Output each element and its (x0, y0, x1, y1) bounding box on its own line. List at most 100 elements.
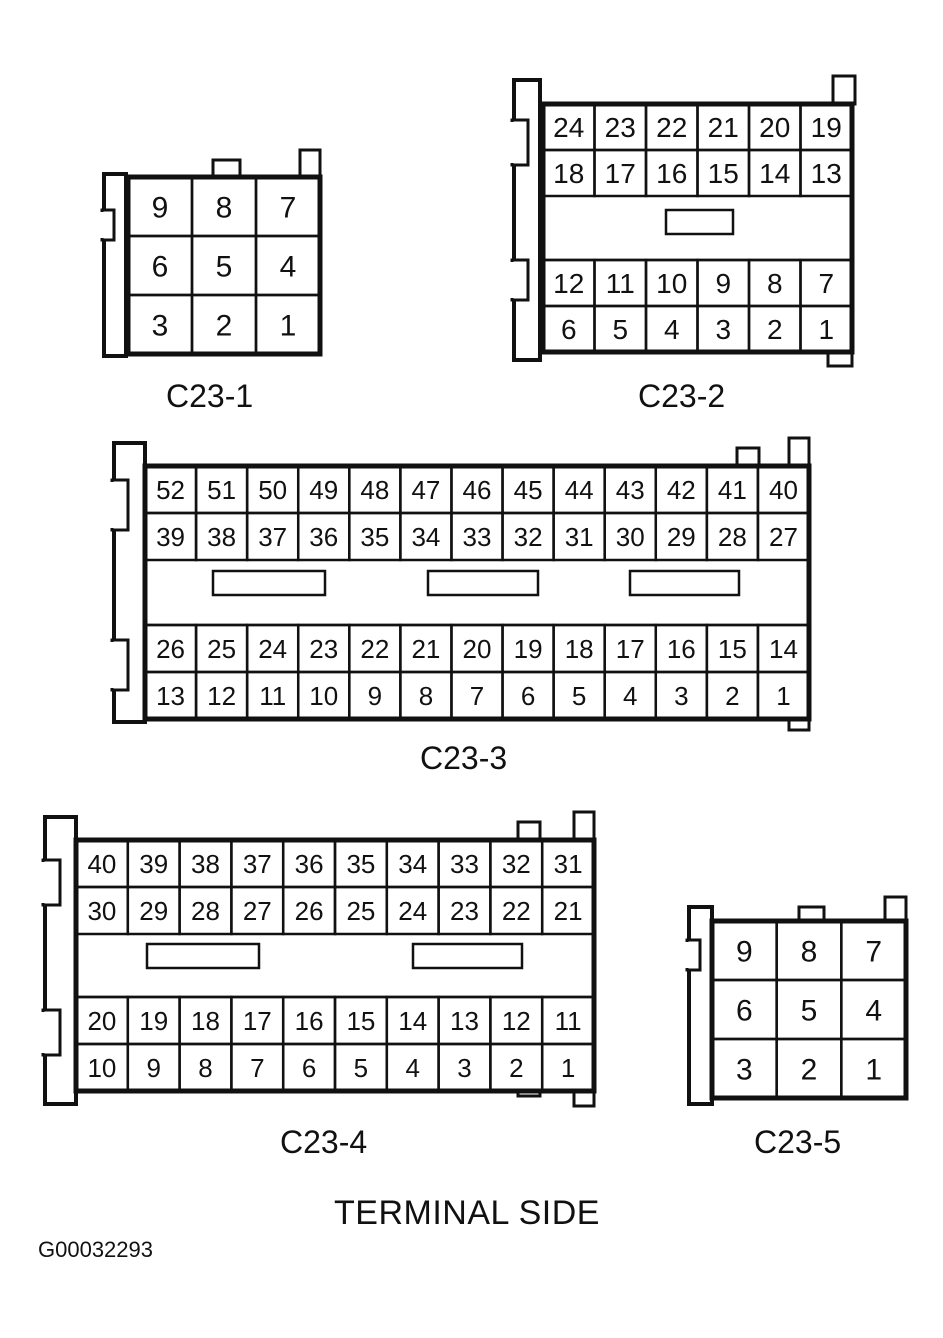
pin-number: 5 (801, 994, 818, 1027)
pin-number: 23 (450, 896, 479, 926)
pin-number: 45 (514, 475, 543, 505)
pin-number: 31 (565, 522, 594, 552)
pin-number: 16 (667, 634, 696, 664)
pin-number: 40 (769, 475, 798, 505)
pin-number: 18 (565, 634, 594, 664)
tab-notch (510, 258, 530, 302)
pin-number: 7 (280, 191, 297, 224)
key-post (787, 436, 811, 468)
connector-label-c23-1: C23-1 (166, 378, 254, 414)
pin-number: 13 (450, 1006, 479, 1036)
pin-number: 39 (139, 849, 168, 879)
tab-notch (110, 478, 130, 532)
pin-number: 18 (191, 1006, 220, 1036)
pin-number: 11 (259, 681, 286, 711)
retainer-slot (211, 569, 327, 597)
pin-number: 38 (207, 522, 236, 552)
key-post (883, 895, 908, 923)
pin-number: 24 (553, 112, 584, 143)
pin-number: 7 (865, 935, 882, 968)
pin-cavity (756, 670, 811, 721)
pin-number: 15 (346, 1006, 375, 1036)
pin-number: 25 (346, 896, 375, 926)
pin-number: 14 (769, 634, 798, 664)
pin-number: 30 (616, 522, 645, 552)
pin-number: 38 (191, 849, 220, 879)
pin-number: 12 (502, 1006, 531, 1036)
pin-number: 21 (708, 112, 739, 143)
connector-label-c23-3: C23-3 (420, 740, 508, 776)
key-post (211, 158, 242, 179)
pin-number: 22 (656, 112, 687, 143)
pin-cavity (799, 148, 854, 198)
pin-number: 8 (419, 681, 433, 711)
tab-notch-gap (100, 212, 104, 238)
pin-number: 12 (207, 681, 236, 711)
pin-number: 46 (463, 475, 492, 505)
pin-number: 8 (216, 191, 233, 224)
pin-number: 7 (818, 268, 834, 299)
pin-number: 20 (759, 112, 790, 143)
pin-number: 35 (360, 522, 389, 552)
pin-number: 13 (156, 681, 185, 711)
pin-number: 1 (776, 681, 790, 711)
locking-tab (102, 172, 128, 358)
pin-number: 15 (708, 158, 739, 189)
pin-number: 8 (767, 268, 783, 299)
connector-label-c23-2: C23-2 (638, 378, 726, 414)
pin-number: 47 (411, 475, 440, 505)
pin-number: 31 (554, 849, 583, 879)
pin-number: 9 (736, 935, 753, 968)
pin-number: 6 (736, 994, 753, 1027)
pin-number: 15 (718, 634, 747, 664)
key-post (572, 810, 596, 842)
pin-number: 51 (207, 475, 236, 505)
view-title: TERMINAL SIDE (334, 1194, 600, 1232)
pin-number: 3 (736, 1053, 753, 1086)
pin-number: 6 (561, 314, 577, 345)
pin-cavity (540, 885, 596, 936)
pin-number: 36 (309, 522, 338, 552)
figure-id: G00032293 (38, 1237, 153, 1262)
pin-number: 27 (243, 896, 272, 926)
retainer-slot (628, 569, 741, 597)
retainer-slot (664, 208, 735, 236)
retainer-slot (145, 942, 261, 970)
key-post (516, 820, 542, 842)
pin-number: 43 (616, 475, 645, 505)
key-post (831, 74, 857, 106)
pin-number: 22 (360, 634, 389, 664)
pin-number: 20 (87, 1006, 116, 1036)
pin-number: 33 (450, 849, 479, 879)
pin-number: 24 (398, 896, 427, 926)
pin-number: 42 (667, 475, 696, 505)
pin-number: 8 (198, 1053, 212, 1083)
pin-number: 35 (346, 849, 375, 879)
pin-number: 3 (457, 1053, 471, 1083)
pin-number: 3 (715, 314, 731, 345)
pin-number: 28 (718, 522, 747, 552)
pin-cavity (756, 511, 811, 562)
pin-number: 3 (674, 681, 688, 711)
pin-number: 11 (555, 1006, 582, 1036)
pin-number: 9 (146, 1053, 160, 1083)
pin-number: 4 (865, 994, 882, 1027)
pin-number: 23 (309, 634, 338, 664)
pin-cavity (840, 1037, 908, 1100)
pin-number: 8 (801, 935, 818, 968)
pin-number: 20 (463, 634, 492, 664)
pin-number: 1 (818, 314, 834, 345)
pin-number: 40 (87, 849, 116, 879)
pin-number: 19 (811, 112, 842, 143)
pin-number: 27 (769, 522, 798, 552)
pin-cavity (540, 1042, 596, 1093)
pin-number: 4 (280, 250, 297, 283)
pin-number: 33 (463, 522, 492, 552)
retainer-slot (426, 569, 540, 597)
tab-notch-gap (110, 482, 114, 528)
pin-cavity (799, 304, 854, 354)
pin-number: 34 (398, 849, 427, 879)
